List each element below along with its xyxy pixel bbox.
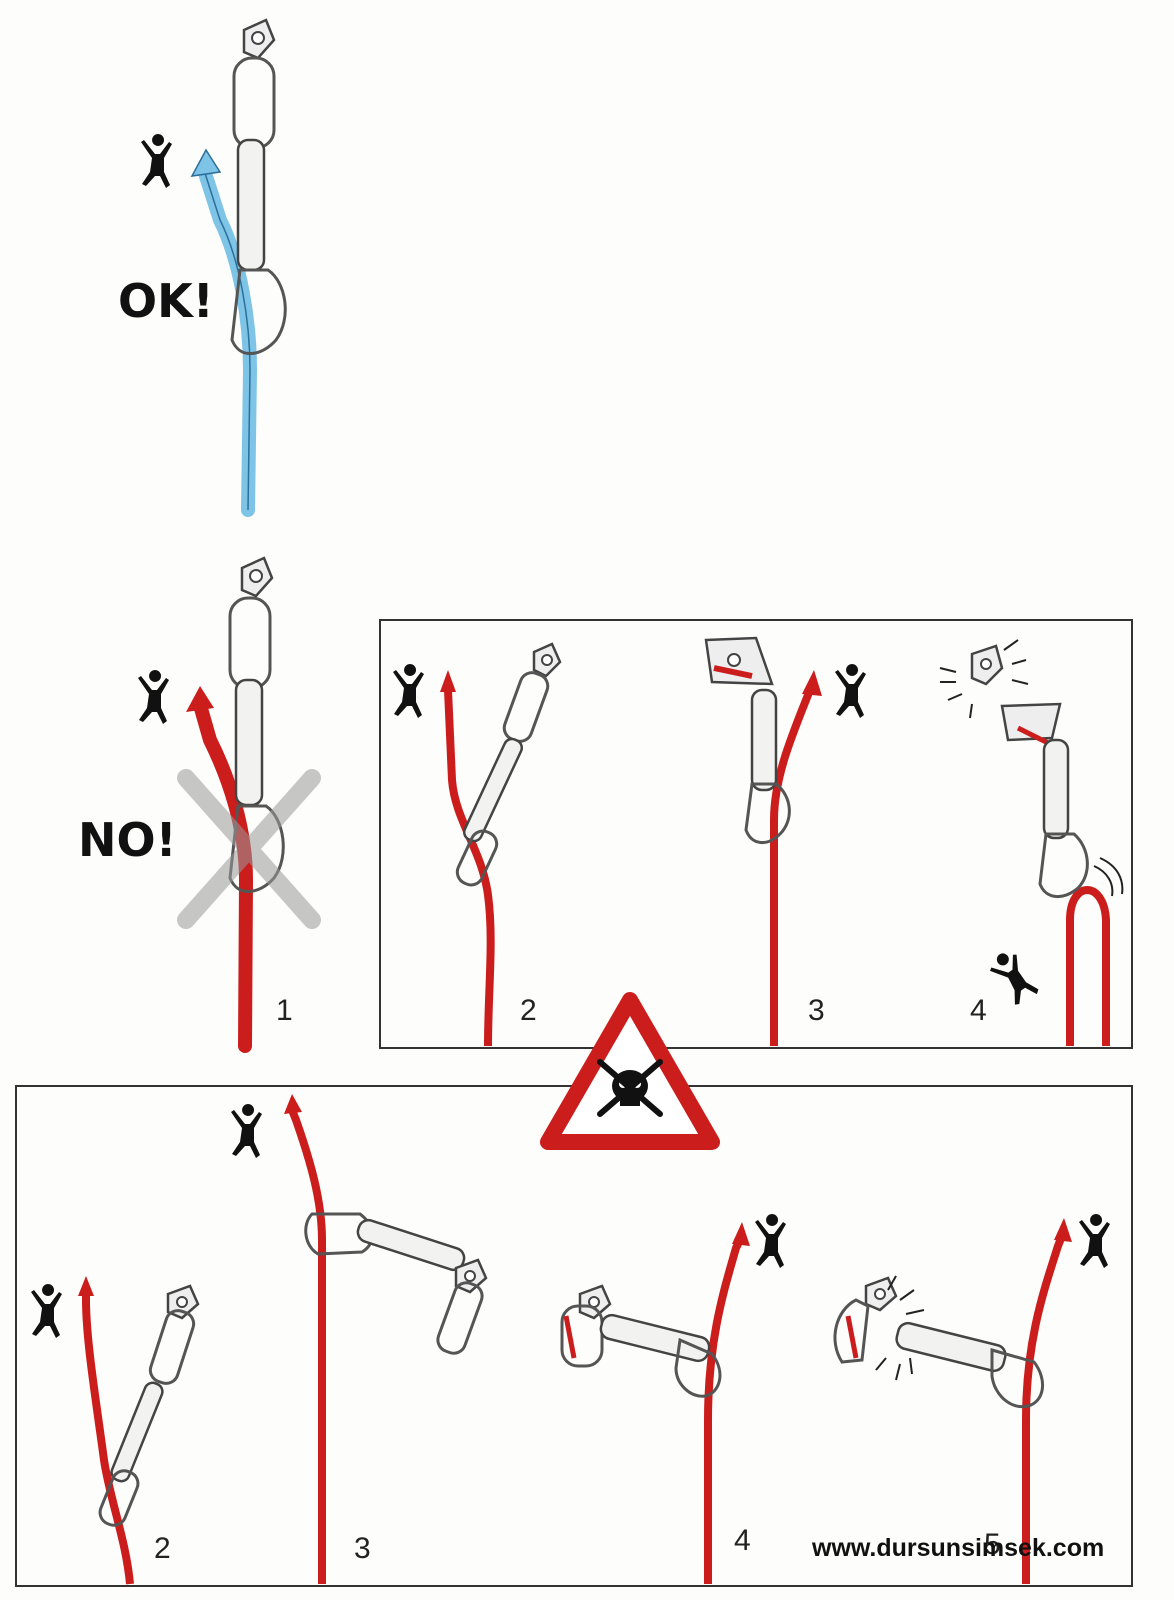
step-number: 1 [276,994,293,1027]
x-mark-icon [177,769,321,929]
top-carabiner [228,596,272,690]
rope-carabiner [230,268,287,355]
step-number: 4 [734,1524,751,1557]
panel-step-3: 3 [704,636,866,1046]
step-number: 3 [808,994,825,1027]
panel-unclipping-sequence: 2 3 [379,619,1133,1049]
step-number: 2 [154,1532,171,1565]
panel-step-4: 4 [939,639,1124,1046]
panel-step-2: 2 [393,642,562,1047]
climber-icon [1079,1214,1110,1268]
climber-icon [141,134,172,188]
climber-icon [835,664,866,718]
no-label: NO! [78,813,177,867]
rope-ok-arrowhead [190,148,222,177]
step-number: 2 [520,994,537,1027]
climber-icon [138,670,169,724]
quickdraw-sling [234,678,264,807]
top-carabiner [232,56,276,150]
falling-climber-icon [985,946,1042,1009]
bottom-step-5: 5 [833,1214,1110,1584]
quickdraw-sling [236,138,266,272]
rope-bad [193,698,254,1053]
bottom-step-4: 4 [560,1214,786,1584]
watermark: www.dursunsimsek.com [811,1534,1104,1562]
bolt-hanger [242,18,276,60]
step-number: 5 [984,1528,1001,1561]
rope-ok-edge [203,169,251,511]
bottom-step-3: 3 [231,1094,488,1584]
bolt-hanger [240,556,274,598]
climber-icon [393,664,424,718]
ok-label: OK! [118,274,214,328]
step-number: 3 [354,1532,371,1565]
skull-crossbones-warning-icon [540,992,720,1150]
climber-icon [31,1284,62,1338]
bottom-step-2: 2 [31,1276,200,1585]
panel-backclip-sequence: 2 3 4 [15,992,1133,1587]
rope-bad-arrowhead [186,686,214,712]
step-number: 4 [970,994,987,1027]
climber-icon [755,1214,786,1268]
climber-icon [231,1104,262,1158]
no-illustration: NO! 1 [78,556,321,1053]
panel-frame [379,619,1133,1049]
ok-illustration: OK! [118,18,287,517]
